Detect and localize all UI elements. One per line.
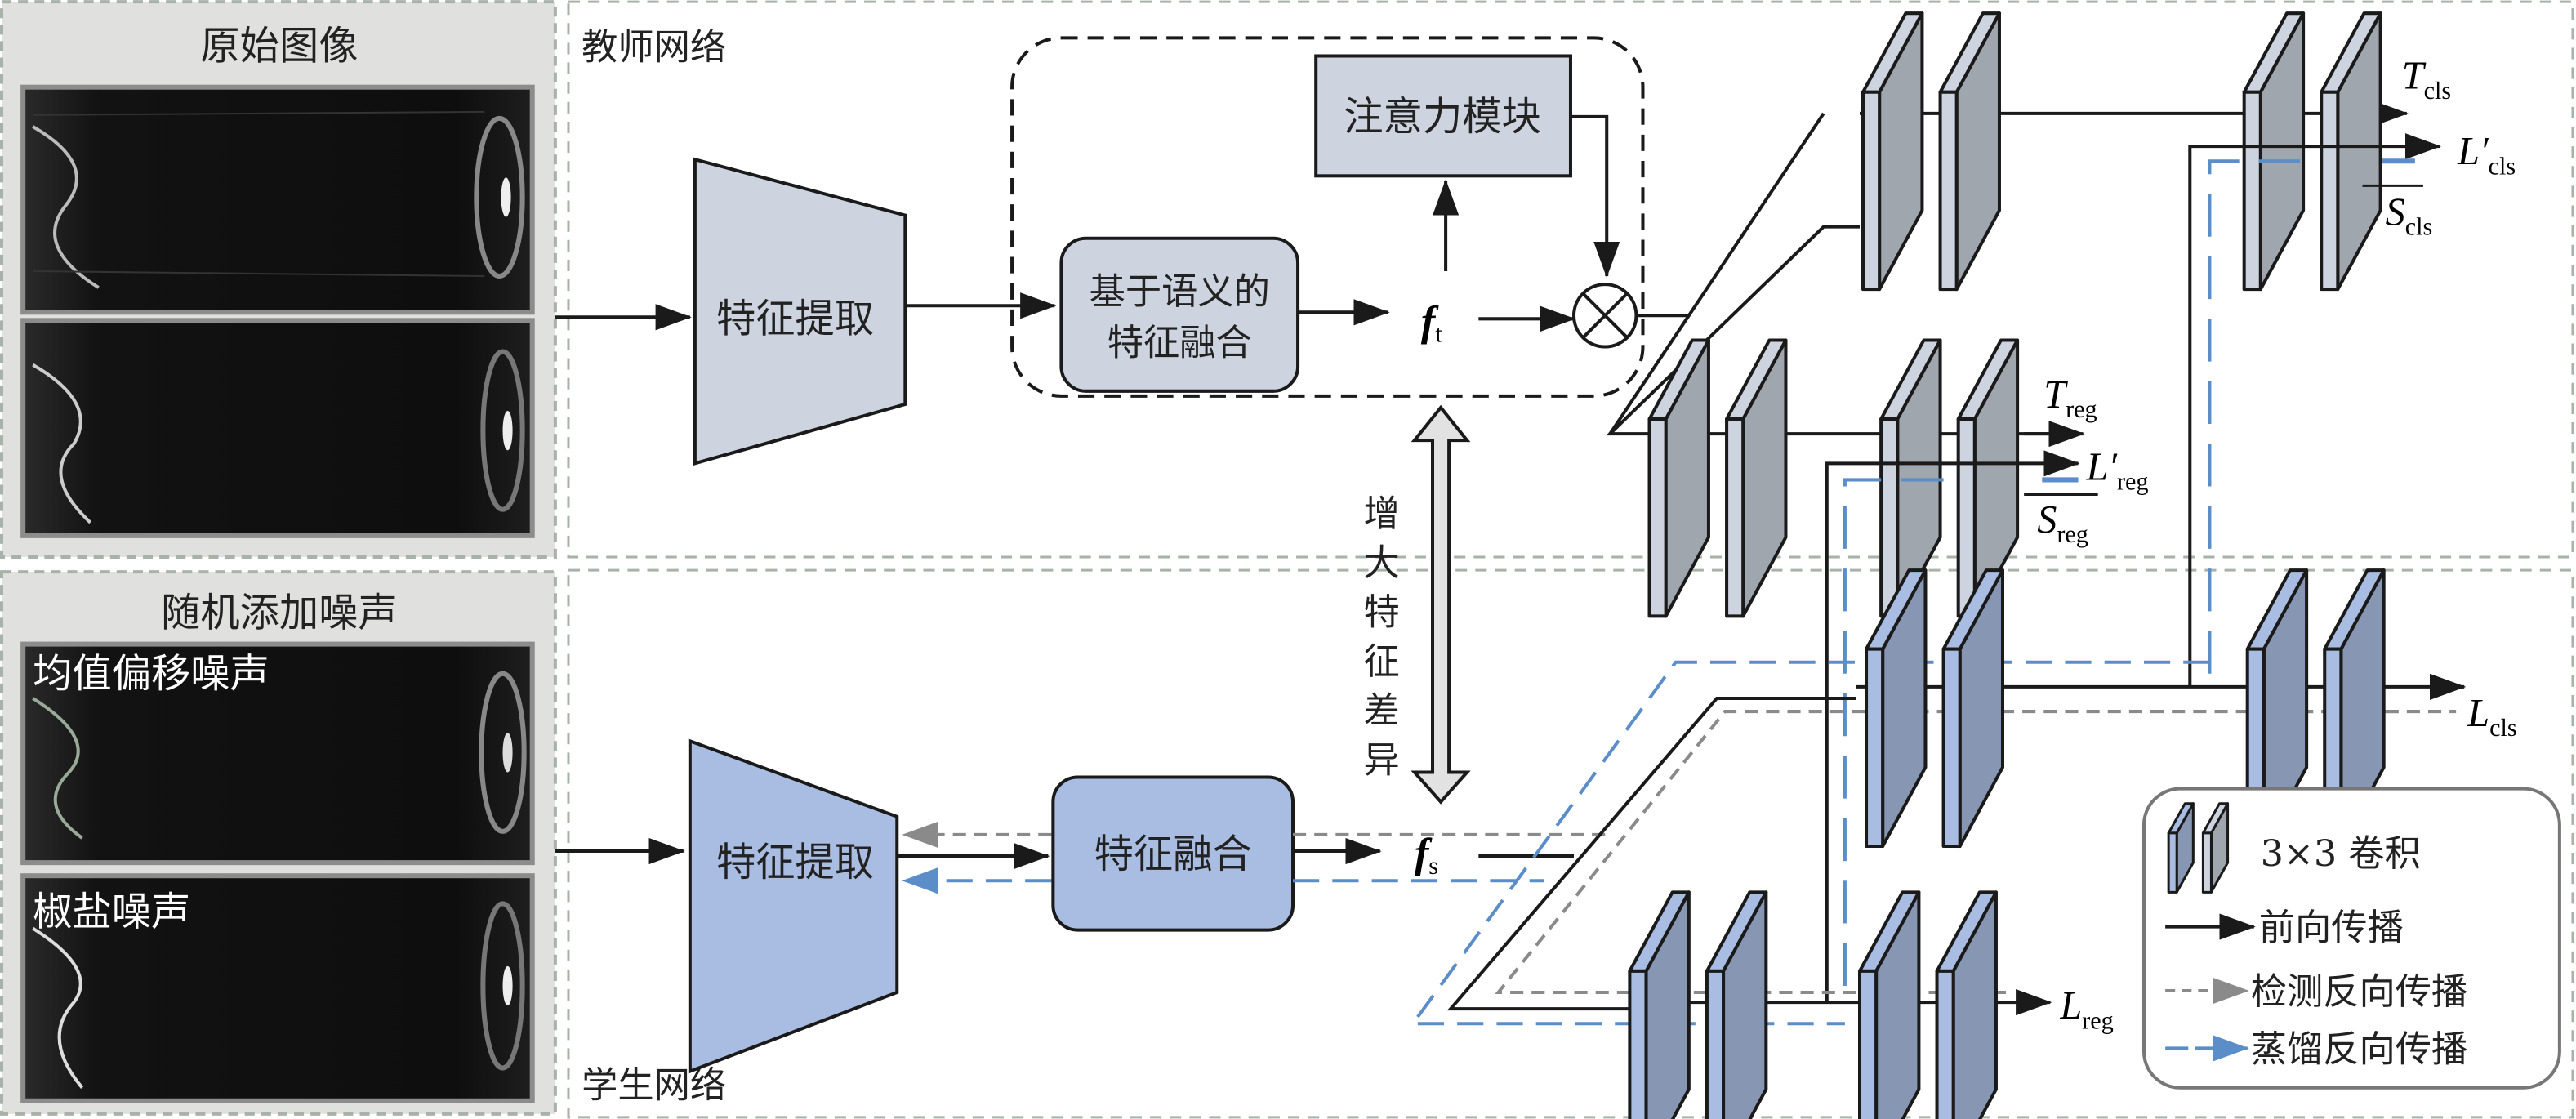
student-l-reg-label: Lreg xyxy=(2059,984,2113,1034)
teacher-conv-layer xyxy=(1956,338,2020,618)
student-conv-layer xyxy=(1705,890,1768,1119)
legend-conv-student-slab xyxy=(2167,802,2195,894)
semantic-feature-fusion-block[interactable]: 基于语义的 特征融合 xyxy=(1059,236,1300,393)
attention-module-block[interactable]: 注意力模块 xyxy=(1314,54,1572,178)
student-network-label: 学生网络 xyxy=(582,1065,726,1107)
student-conv-layer xyxy=(1628,890,1691,1119)
teacher-t-reg-label: Treg xyxy=(2043,373,2097,423)
increase-feature-difference-char: 特 xyxy=(1364,591,1400,633)
attention-to-multiply-arrow xyxy=(1570,114,1620,279)
increase-feature-difference-char: 异 xyxy=(1364,739,1400,781)
student-conv-layer xyxy=(1865,568,1928,849)
semantic-fusion-line2: 特征融合 xyxy=(1108,323,1252,364)
teacher-l-cls-prime-label: L′cls xyxy=(2457,130,2516,180)
teacher-conv-layer xyxy=(1725,338,1788,618)
teacher-l-cls-prime-line xyxy=(2188,133,2442,687)
student-feature-fs: fs xyxy=(1415,830,1438,880)
student-feature-fusion-label: 特征融合 xyxy=(1094,831,1252,877)
original-images-title: 原始图像 xyxy=(200,24,358,69)
increase-feature-difference-char: 增 xyxy=(1364,493,1400,535)
teacher-cls-distill-line xyxy=(2208,159,2301,674)
teacher-feature-extractor[interactable]: 特征提取 xyxy=(693,157,907,466)
teacher-l-reg-prime-line xyxy=(1825,450,2080,1003)
teacher-l-reg-prime-label: L′reg xyxy=(2086,445,2149,495)
student-conv-layer xyxy=(1857,890,1921,1119)
increase-feature-difference-char: 差 xyxy=(1364,690,1400,732)
student-feature-extractor-label: 特征提取 xyxy=(716,840,874,885)
increase-feature-difference-char: 大 xyxy=(1364,542,1400,584)
salt-pepper-noise-caption: 椒盐噪声 xyxy=(33,889,190,935)
legend-conv-icon xyxy=(2167,802,2230,894)
teacher-feature-ft: ft xyxy=(1421,297,1442,347)
salt-pepper-noise-image: 椒盐噪声 xyxy=(20,873,535,1103)
student-conv-layer xyxy=(1941,568,2005,849)
teacher-conv-layer xyxy=(1647,338,1710,618)
student-distill-route xyxy=(1409,660,2210,1026)
teacher-section-border xyxy=(567,0,2574,559)
student-conv-layer xyxy=(1935,890,1998,1119)
student-conv-layer xyxy=(2245,568,2309,849)
attention-module-label: 注意力模块 xyxy=(1344,94,1540,140)
noisy-images-title: 随机添加噪声 xyxy=(161,590,398,635)
legend: 3×3 卷积 前向传播 检测反向传播 蒸馏反向传播 xyxy=(2141,787,2561,1090)
mean-shift-noise-image: 均值偏移噪声 xyxy=(20,641,535,866)
teacher-s-cls-label: Scls xyxy=(2386,191,2433,241)
student-detect-route xyxy=(1495,710,2399,995)
noisy-images-panel: 随机添加噪声 均值偏移噪声 椒盐噪声 xyxy=(0,570,557,1116)
student-forward-route xyxy=(1446,696,1856,1011)
teacher-reg-distill-line xyxy=(1843,478,1955,986)
legend-conv-teacher-slab xyxy=(2201,802,2230,894)
original-images-panel: 原始图像 xyxy=(0,0,557,559)
teacher-network-label: 教师网络 xyxy=(582,27,726,69)
teacher-conv-layers xyxy=(1647,11,2382,618)
teacher-fusion-group-border xyxy=(1010,36,1645,398)
increase-feature-difference-arrow xyxy=(1411,404,1471,805)
teacher-t-cls-label: Tcls xyxy=(2402,55,2451,105)
legend-detect-backward-label: 检测反向传播 xyxy=(2251,971,2468,1013)
teacher-conv-layer xyxy=(1861,11,1924,292)
student-feature-extractor[interactable]: 特征提取 xyxy=(688,738,899,1074)
teacher-head-route xyxy=(1606,225,2054,436)
legend-conv-label: 3×3 卷积 xyxy=(2261,833,2421,875)
increase-feature-difference-char: 征 xyxy=(1364,641,1400,683)
semantic-fusion-line1: 基于语义的 xyxy=(1090,271,1270,313)
original-image-2 xyxy=(20,318,535,538)
teacher-cls-diag xyxy=(1608,112,1825,435)
student-feature-fusion-block[interactable]: 特征融合 xyxy=(1051,775,1295,932)
mean-shift-noise-caption: 均值偏移噪声 xyxy=(33,651,270,697)
teacher-conv-layer xyxy=(1938,11,2001,292)
teacher-feature-extractor-label: 特征提取 xyxy=(716,296,874,341)
teacher-s-reg-label: Sreg xyxy=(2037,498,2088,548)
student-l-cls-label: Lcls xyxy=(2467,692,2516,742)
teacher-conv-layer xyxy=(2320,11,2382,292)
element-wise-multiply-icon xyxy=(1571,283,1638,349)
student-section-border xyxy=(567,568,2574,1119)
legend-forward-label: 前向传播 xyxy=(2259,907,2404,949)
original-image-1 xyxy=(20,84,535,315)
legend-distill-backward-label: 蒸馏反向传播 xyxy=(2251,1029,2468,1071)
teacher-conv-layer xyxy=(2242,11,2306,292)
